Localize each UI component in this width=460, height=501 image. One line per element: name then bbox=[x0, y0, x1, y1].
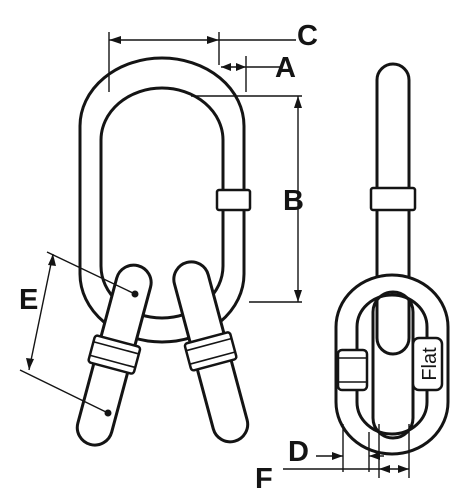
sub-link-left-collar bbox=[87, 334, 142, 375]
dimension-c bbox=[108, 32, 296, 92]
side-left-collar bbox=[336, 348, 369, 392]
sub-link-left bbox=[75, 263, 153, 447]
front-view bbox=[75, 56, 252, 447]
side-view: Flat bbox=[334, 62, 450, 456]
dimension-lines bbox=[19, 32, 410, 478]
master-link bbox=[78, 56, 252, 344]
flat-band bbox=[411, 336, 444, 392]
dimension-b bbox=[191, 95, 302, 303]
sub-link-right-collar bbox=[183, 331, 238, 372]
master-link-collar bbox=[215, 188, 252, 212]
side-sub-link: Flat bbox=[334, 273, 450, 456]
side-master-link bbox=[369, 62, 417, 356]
flat-marking: Flat bbox=[419, 347, 441, 381]
label-a: A bbox=[275, 52, 296, 84]
label-f: F bbox=[255, 463, 273, 495]
dimension-a bbox=[221, 56, 282, 92]
side-master-collar bbox=[369, 186, 417, 212]
dimension-e bbox=[19, 251, 136, 414]
dimension-f bbox=[283, 424, 410, 478]
label-d: D bbox=[288, 436, 309, 468]
dimension-labels: C A B E D F bbox=[19, 20, 318, 495]
label-e: E bbox=[19, 284, 38, 316]
label-c: C bbox=[297, 20, 318, 52]
label-b: B bbox=[283, 185, 304, 217]
dimension-d bbox=[316, 424, 384, 472]
sub-link-right bbox=[172, 260, 250, 444]
